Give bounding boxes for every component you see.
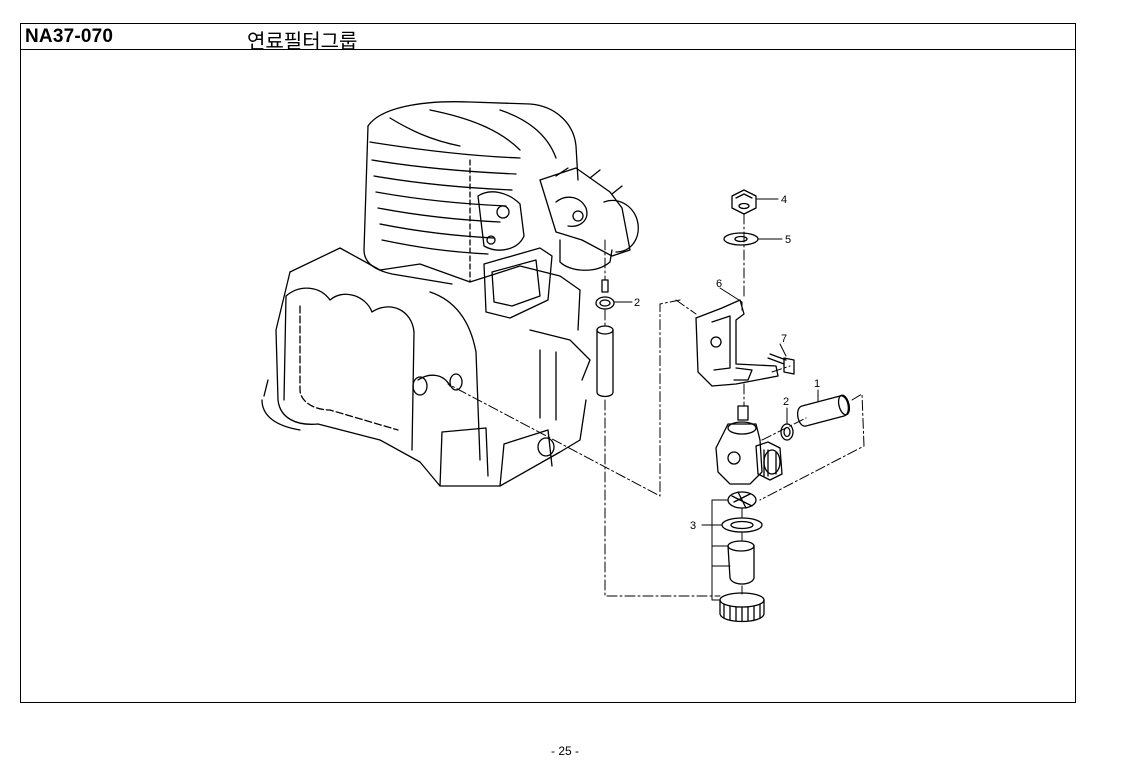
callout-4: 4 bbox=[781, 194, 787, 206]
diagram-frame: NA37-070 연료필터그룹 bbox=[20, 23, 1076, 703]
callout-2-left: 2 bbox=[634, 297, 640, 309]
diagram-title: 연료필터그룹 bbox=[247, 29, 358, 53]
fuel-filter-parts bbox=[595, 189, 851, 623]
callout-7: 7 bbox=[781, 333, 787, 345]
callout-labels: 1 2 2 3 4 5 6 7 bbox=[634, 194, 820, 532]
header-bar: NA37-070 연료필터그룹 bbox=[21, 24, 1075, 53]
page-number: - 25 - bbox=[550, 744, 579, 758]
leader-lines bbox=[613, 198, 819, 601]
engine-block-drawing bbox=[261, 101, 639, 487]
callout-3: 3 bbox=[690, 520, 696, 532]
callout-6: 6 bbox=[716, 278, 722, 290]
callout-2-right: 2 bbox=[783, 396, 789, 408]
callout-1-right: 1 bbox=[814, 378, 820, 390]
assembly-lines bbox=[447, 213, 865, 597]
callout-5: 5 bbox=[785, 234, 791, 246]
diagram-code: NA37-070 bbox=[25, 26, 114, 47]
